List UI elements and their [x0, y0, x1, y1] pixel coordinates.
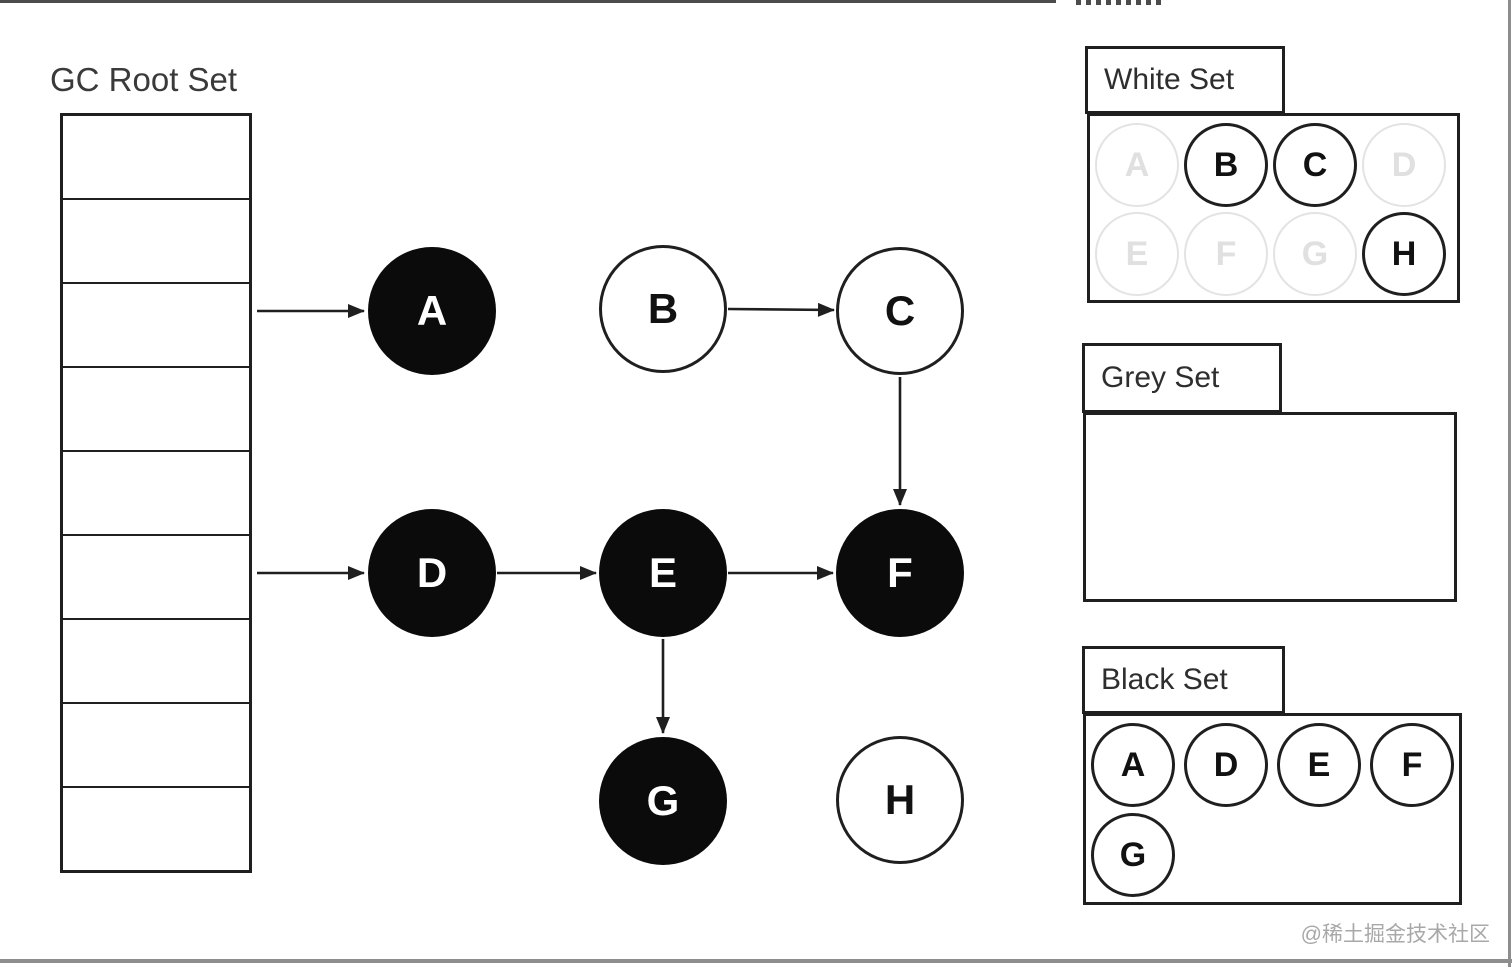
graph-node-D: D [368, 509, 496, 637]
graph-node-B: B [599, 245, 727, 373]
gc-root-set-label: GC Root Set [50, 61, 238, 98]
grey-set-box [1083, 412, 1457, 602]
root-table-row [63, 284, 249, 368]
root-table-row [63, 368, 249, 452]
top-border-line [0, 0, 1056, 3]
white-set-member-C: C [1273, 123, 1357, 207]
white-set-member-B: B [1184, 123, 1268, 207]
watermark: @稀土掘金技术社区 [1300, 923, 1490, 946]
black-set-tab: Black Set [1082, 646, 1285, 714]
gc-root-set-table [60, 113, 252, 873]
root-table-row [63, 200, 249, 284]
root-table-row [63, 116, 249, 200]
white-set-member-E: E [1095, 212, 1179, 296]
black-set-member-G: G [1091, 813, 1175, 897]
root-table-row [63, 704, 249, 788]
bottom-border-line [0, 959, 1512, 963]
cutoff-text-fragment [1076, 0, 1166, 5]
white-set-member-G: G [1273, 212, 1357, 296]
root-table-row [63, 452, 249, 536]
black-set-member-E: E [1277, 723, 1361, 807]
white-set-member-D: D [1362, 123, 1446, 207]
black-set-member-F: F [1370, 723, 1454, 807]
black-set-member-D: D [1184, 723, 1268, 807]
graph-node-G: G [599, 737, 727, 865]
white-set-member-H: H [1362, 212, 1446, 296]
root-table-row [63, 620, 249, 704]
root-table-row [63, 536, 249, 620]
graph-node-E: E [599, 509, 727, 637]
graph-node-H: H [836, 736, 964, 864]
graph-node-A: A [368, 247, 496, 375]
white-set-member-A: A [1095, 123, 1179, 207]
graph-node-C: C [836, 247, 964, 375]
black-set-member-A: A [1091, 723, 1175, 807]
edge-B-C [727, 302, 835, 317]
right-border-line [1508, 0, 1511, 967]
white-set-member-F: F [1184, 212, 1268, 296]
white-set-tab: White Set [1085, 46, 1285, 114]
graph-node-F: F [836, 509, 964, 637]
grey-set-tab: Grey Set [1082, 343, 1282, 413]
